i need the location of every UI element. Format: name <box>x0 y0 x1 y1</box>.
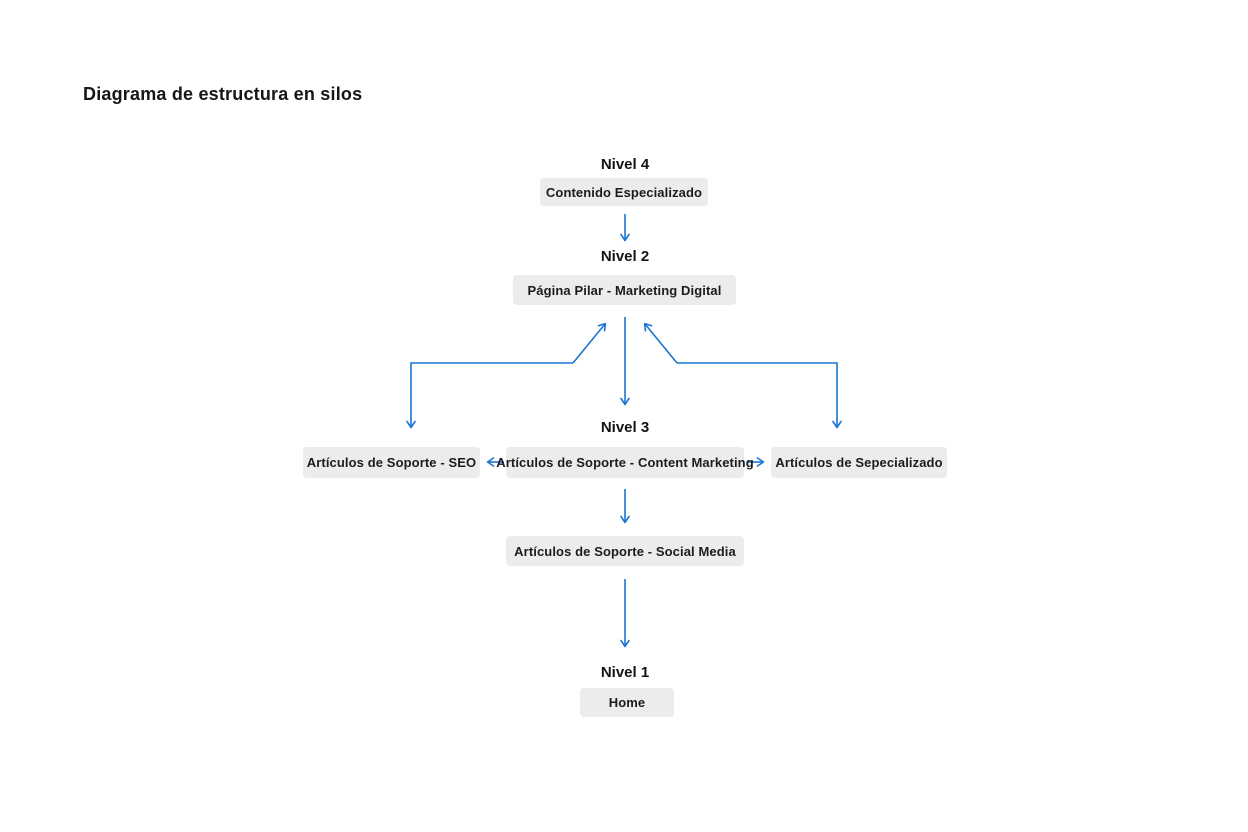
node-home: Home <box>580 688 674 717</box>
level-label-nivel1: Nivel 1 <box>600 664 650 681</box>
level-label-nivel2: Nivel 2 <box>600 248 650 265</box>
arrow-right-branch-to-especializado <box>677 362 842 429</box>
arrow-right-diagonal-to-pilar <box>643 322 678 364</box>
node-soporte-social-media: Artículos de Soporte - Social Media <box>506 536 744 566</box>
node-soporte-content-marketing: Artículos de Soporte - Content Marketing <box>496 447 754 478</box>
level-label-nivel4: Nivel 4 <box>600 156 650 173</box>
arrow-left-diagonal-to-pilar <box>572 322 607 364</box>
node-pagina-pilar: Página Pilar - Marketing Digital <box>513 275 736 305</box>
arrow-left-branch-to-seo <box>406 362 573 429</box>
page-title: Diagrama de estructura en silos <box>83 84 363 104</box>
node-soporte-especializado: Artículos de Sepecializado <box>771 447 947 478</box>
node-soporte-seo: Artículos de Soporte - SEO <box>303 447 480 478</box>
node-contenido-especializado: Contenido Especializado <box>540 178 708 206</box>
level-label-nivel3: Nivel 3 <box>600 419 650 436</box>
